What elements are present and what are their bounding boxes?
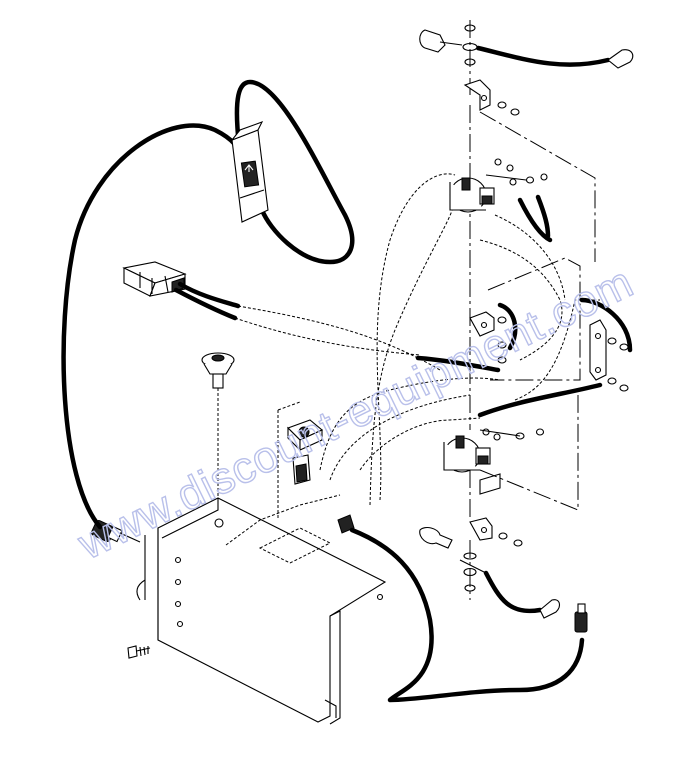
watermark-text: www.discount-equipment.com <box>70 257 641 569</box>
inline-connector <box>337 514 355 534</box>
fuse-holder <box>230 121 269 223</box>
plug-wire-1 <box>173 287 238 321</box>
cable-end-connector <box>574 603 588 633</box>
main-cable-upper-loop <box>234 79 355 265</box>
dashed-harness <box>225 173 566 546</box>
mushroom-switch <box>201 352 235 500</box>
mounting-bracket <box>136 497 387 725</box>
solenoid-wire-b <box>535 194 551 239</box>
lower-bracket <box>419 517 561 619</box>
screw <box>127 645 151 659</box>
right-bracket <box>579 297 633 392</box>
middle-bracket <box>469 257 581 381</box>
battery-cable-top <box>419 20 634 95</box>
lead-wire-1 <box>415 355 501 373</box>
jumper-wire-mid <box>497 302 518 351</box>
solenoid-lower <box>443 395 579 520</box>
upper-bracket <box>463 79 596 430</box>
plug-connector <box>122 261 187 297</box>
plug-wire-2 <box>177 281 241 309</box>
solenoid-wire-a <box>517 197 553 243</box>
lead-wire-2 <box>477 382 603 418</box>
solenoid-upper <box>449 158 548 213</box>
main-cable-right <box>349 527 585 703</box>
toggle-switch <box>277 401 324 520</box>
main-cable-left <box>61 123 243 530</box>
